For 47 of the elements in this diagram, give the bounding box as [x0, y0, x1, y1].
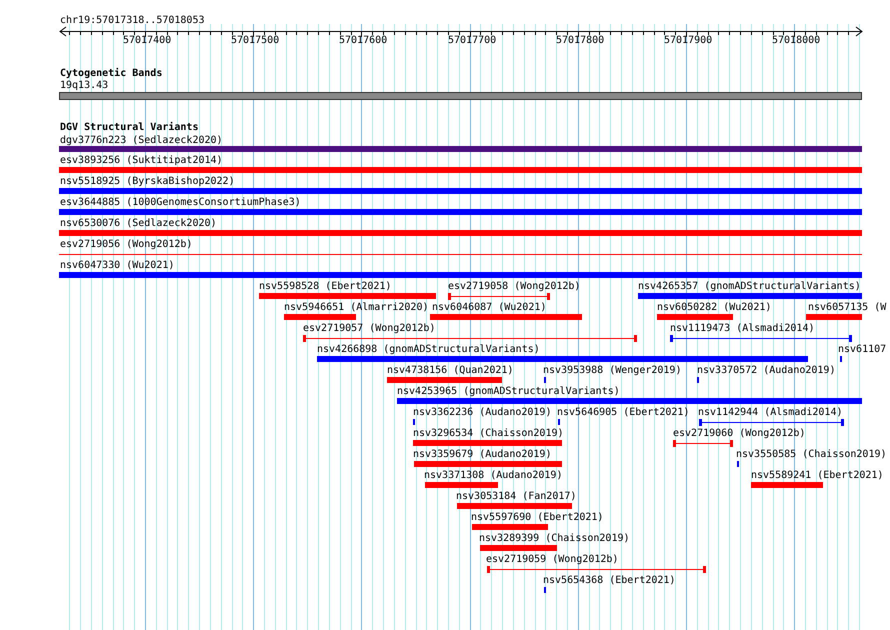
variant-label: nsv3362236 (Audano2019) [413, 407, 552, 419]
ruler-tick-label: 57017500 [231, 35, 280, 47]
track-title: DGV Structural Variants [60, 122, 198, 134]
variant-label: esv2719059 (Wong2012b) [486, 554, 618, 566]
variant-label: esv2719060 (Wong2012b) [673, 428, 806, 440]
variant-label: nsv3359679 (Audano2019) [413, 449, 552, 461]
variant-label: nsv6530076 (Sedlazeck2020) [60, 218, 217, 230]
track-title: Cytogenetic Bands [60, 68, 162, 80]
variant-label: nsv4253965 (gnomADStructuralVariants) [397, 386, 620, 398]
variant-label: nsv5654368 (Ebert2021) [543, 575, 676, 587]
ruler-tick-label: 57017900 [664, 35, 712, 47]
variant-label: nsv3371308 (Audano2019) [424, 470, 562, 482]
variant-label: nsv3550585 (Chaisson2019) [736, 449, 887, 461]
variant-label: esv2719057 (Wong2012b) [303, 323, 436, 335]
ruler-tick-label: 57017700 [448, 35, 496, 47]
variant-label: nsv3289399 (Chaisson2019) [479, 533, 630, 545]
variant-label: nsv1119473 (Alsmadi2014) [670, 323, 814, 335]
variant-label: nsv5597690 (Ebert2021) [471, 512, 604, 524]
variant-label: nsv6046087 (Wu2021) [432, 302, 546, 314]
variant-label: nsv4738156 (Quan2021) [387, 365, 514, 377]
variant-label: nsv3370572 (Audano2019) [697, 365, 836, 377]
variant-label: esv2719056 (Wong2012b) [60, 239, 192, 251]
variant-label: nsv4265357 (gnomADStructuralVariants) [638, 281, 861, 293]
band-label: 19q13.43 [60, 80, 108, 92]
variant-label: esv2719058 (Wong2012b) [448, 281, 580, 293]
variant-label: nsv3053184 (Fan2017) [456, 491, 576, 503]
variant-label: nsv5518925 (ByrskaBishop2022) [60, 176, 235, 188]
variant-label: nsv1142944 (Alsmadi2014) [698, 407, 842, 419]
variant-label: nsv6057135 (W [808, 302, 886, 314]
variant-label: nsv6050282 (Wu2021) [657, 302, 772, 314]
variant-label: dgv3776n223 (Sedlazeck2020) [60, 135, 223, 147]
ruler-tick-label: 57017600 [339, 35, 388, 47]
ruler-tick-label: 57017400 [123, 35, 172, 47]
variant-label: nsv5589241 (Ebert2021) [751, 470, 884, 482]
variant-label: nsv6047330 (Wu2021) [60, 260, 174, 272]
variant-label: nsv5598528 (Ebert2021) [259, 281, 392, 293]
variant-label: nsv61107 [838, 344, 886, 356]
variant-label: nsv5946651 (Almarri2020) [284, 302, 428, 314]
variant-label: nsv5646905 (Ebert2021) [557, 407, 690, 419]
variant-label: nsv4266898 (gnomADStructuralVariants) [317, 344, 540, 356]
ruler-tick-label: 57017800 [556, 35, 604, 47]
variant-label: nsv3953988 (Wenger2019) [543, 365, 682, 377]
ruler-tick-label: 57018000 [772, 35, 820, 47]
variant-label: esv3893256 (Suktitipat2014) [60, 155, 223, 167]
variant-label: esv3644885 (1000GenomesConsortiumPhase3) [60, 197, 301, 209]
locus-label: chr19:57017318..57018053 [60, 15, 204, 27]
variant-label: nsv3296534 (Chaisson2019) [413, 428, 564, 440]
